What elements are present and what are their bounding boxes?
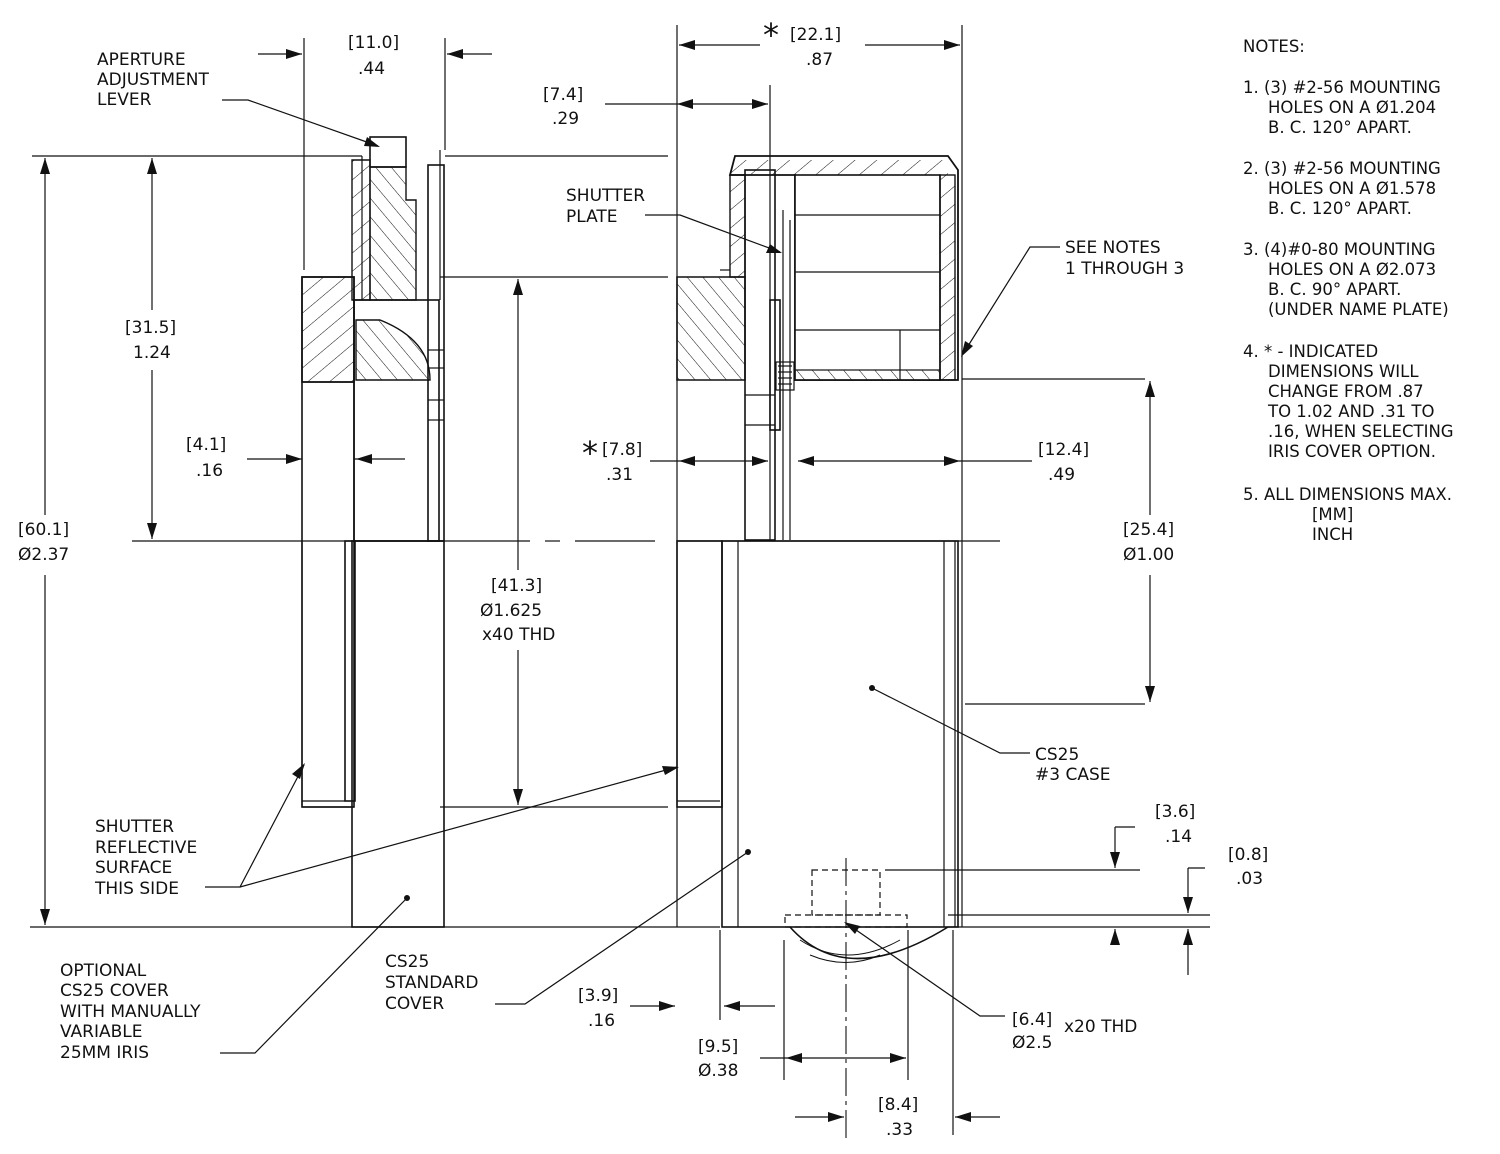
dim-25-4-mm: [25.4] xyxy=(1123,520,1174,540)
note-4-line-6: IRIS COVER OPTION. xyxy=(1268,442,1436,461)
screw-icon xyxy=(775,361,795,391)
dim-0-8-mm: [0.8] xyxy=(1228,845,1268,865)
dim-0-8-in: .03 xyxy=(1236,869,1263,889)
callout-optional-3: WITH MANUALLY xyxy=(60,1002,201,1022)
dim-60-1-mm: [60.1] xyxy=(18,520,69,540)
dim-3-9-mm: [3.9] xyxy=(578,986,618,1006)
dimension-labels: [11.0] .44 * [22.1] .87 [7.4] .29 [31.5]… xyxy=(18,16,1268,1140)
note-2-line-1: 2. (3) #2-56 MOUNTING xyxy=(1243,159,1441,178)
note-3-line-1: 3. (4)#0-80 MOUNTING xyxy=(1243,240,1436,259)
dim-11-0-mm: [11.0] xyxy=(348,33,399,53)
note-5-line-2: [MM] xyxy=(1312,505,1353,524)
dim-41-3-thread: x40 THD xyxy=(482,625,555,645)
left-side-view xyxy=(30,136,720,928)
callout-reflective-3: SURFACE xyxy=(95,858,172,878)
callout-aperture-1: APERTURE xyxy=(97,50,186,70)
callout-aperture-2: ADJUSTMENT xyxy=(97,70,209,90)
note-3-line-2: HOLES ON A Ø2.073 xyxy=(1268,260,1436,279)
dim-11-0-in: .44 xyxy=(358,59,385,79)
callout-reflective-4: THIS SIDE xyxy=(94,879,179,899)
note-1-line-1: 1. (3) #2-56 MOUNTING xyxy=(1243,78,1441,97)
note-3-line-3: B. C. 90° APART. xyxy=(1268,280,1401,299)
dim-22-1-star: * xyxy=(763,16,779,54)
note-4-line-5: .16, WHEN SELECTING xyxy=(1268,422,1454,441)
note-5-line-1: 5. ALL DIMENSIONS MAX. xyxy=(1243,485,1452,504)
note-3-line-4: (UNDER NAME PLATE) xyxy=(1268,300,1449,319)
callout-optional-4: VARIABLE xyxy=(60,1022,143,1042)
dim-41-3-in: Ø1.625 xyxy=(480,601,542,621)
note-4-line-2: DIMENSIONS WILL xyxy=(1268,362,1419,381)
dim-12-4-mm: [12.4] xyxy=(1038,440,1089,460)
tripod-mount xyxy=(784,858,949,1140)
dim-22-1-mm: [22.1] xyxy=(790,25,841,45)
dim-3-6-in: .14 xyxy=(1165,827,1192,847)
note-4-line-3: CHANGE FROM .87 xyxy=(1268,382,1424,401)
dim-25-4-in: Ø1.00 xyxy=(1123,545,1174,565)
note-2-line-2: HOLES ON A Ø1.578 xyxy=(1268,179,1436,198)
note-5-line-3: INCH xyxy=(1312,525,1353,544)
callout-reflective-1: SHUTTER xyxy=(95,817,174,837)
callout-standard-1: CS25 xyxy=(385,952,429,972)
notes-heading: NOTES: xyxy=(1243,37,1305,56)
dim-60-1-in: Ø2.37 xyxy=(18,545,69,565)
callout-optional-1: OPTIONAL xyxy=(60,961,147,981)
dim-41-3-mm: [41.3] xyxy=(491,576,542,596)
callout-case-1: CS25 xyxy=(1035,745,1079,765)
note-1-line-2: HOLES ON A Ø1.204 xyxy=(1268,98,1436,117)
dim-4-1-mm: [4.1] xyxy=(186,435,226,455)
dim-6-4-in: Ø2.5 xyxy=(1012,1033,1052,1053)
dim-7-4-in: .29 xyxy=(552,109,579,129)
callout-standard-2: STANDARD xyxy=(385,973,479,993)
dim-31-5-mm: [31.5] xyxy=(125,318,176,338)
callout-case-2: #3 CASE xyxy=(1035,765,1111,785)
callout-reflective-2: REFLECTIVE xyxy=(95,838,197,858)
callout-shutter-plate-2: PLATE xyxy=(566,207,618,227)
dim-6-4-mm: [6.4] xyxy=(1012,1010,1052,1030)
callout-see-notes-1: SEE NOTES xyxy=(1065,238,1161,258)
dimension-lines xyxy=(40,38,1205,1135)
dim-7-8-star: * xyxy=(582,434,598,472)
dim-12-4-in: .49 xyxy=(1048,465,1075,485)
dim-8-4-mm: [8.4] xyxy=(878,1095,918,1115)
dim-3-9-in: .16 xyxy=(588,1011,615,1031)
dim-8-4-in: .33 xyxy=(886,1120,913,1140)
dim-9-5-mm: [9.5] xyxy=(698,1037,738,1057)
callout-optional-2: CS25 COVER xyxy=(60,981,169,1001)
dim-7-8-in: .31 xyxy=(606,465,633,485)
callout-aperture-3: LEVER xyxy=(97,90,152,110)
callout-labels: APERTURE ADJUSTMENT LEVER SHUTTER PLATE … xyxy=(60,50,1184,1063)
callout-see-notes-2: 1 THROUGH 3 xyxy=(1065,259,1184,279)
note-4-line-4: TO 1.02 AND .31 TO xyxy=(1267,402,1434,421)
dim-3-6-mm: [3.6] xyxy=(1155,802,1195,822)
dim-9-5-in: Ø.38 xyxy=(698,1061,738,1081)
dim-7-4-mm: [7.4] xyxy=(543,85,583,105)
note-1-line-3: B. C. 120° APART. xyxy=(1268,118,1412,137)
callout-standard-3: COVER xyxy=(385,994,444,1014)
dim-7-8-mm: [7.8] xyxy=(602,440,642,460)
callout-optional-5: 25MM IRIS xyxy=(60,1043,149,1063)
notes-block: NOTES: 1. (3) #2-56 MOUNTING HOLES ON A … xyxy=(1243,37,1454,544)
right-section-view xyxy=(676,25,1210,1140)
leader-lines xyxy=(205,99,1060,1054)
note-4-line-1: 4. * - INDICATED xyxy=(1243,342,1378,361)
dim-31-5-in: 1.24 xyxy=(133,343,171,363)
dim-6-4-thread: x20 THD xyxy=(1064,1017,1137,1037)
callout-shutter-plate-1: SHUTTER xyxy=(566,186,645,206)
dim-4-1-in: .16 xyxy=(196,461,223,481)
dim-22-1-in: .87 xyxy=(806,50,833,70)
note-2-line-3: B. C. 120° APART. xyxy=(1268,199,1412,218)
